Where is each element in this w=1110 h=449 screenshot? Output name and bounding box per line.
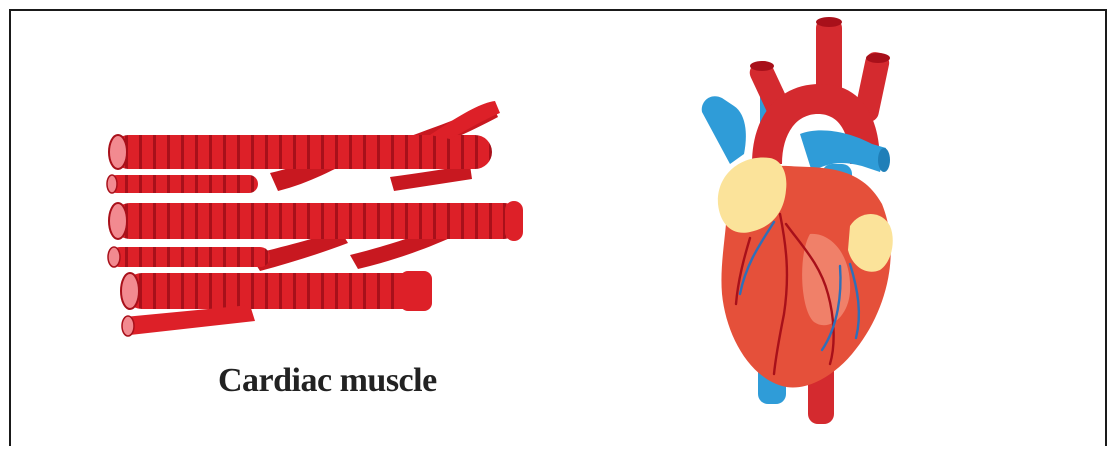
fiber-lower [121, 271, 432, 311]
cardiac-muscle-fibers-illustration [100, 95, 530, 350]
fiber-middle [109, 201, 523, 241]
fiber-upper-small [107, 175, 258, 193]
fiber-middle-small [108, 247, 270, 267]
cardiac-muscle-label: Cardiac muscle [218, 362, 478, 400]
fiber-top [109, 101, 500, 169]
fiber-bottom-small [122, 305, 255, 336]
heart-illustration [690, 14, 905, 429]
